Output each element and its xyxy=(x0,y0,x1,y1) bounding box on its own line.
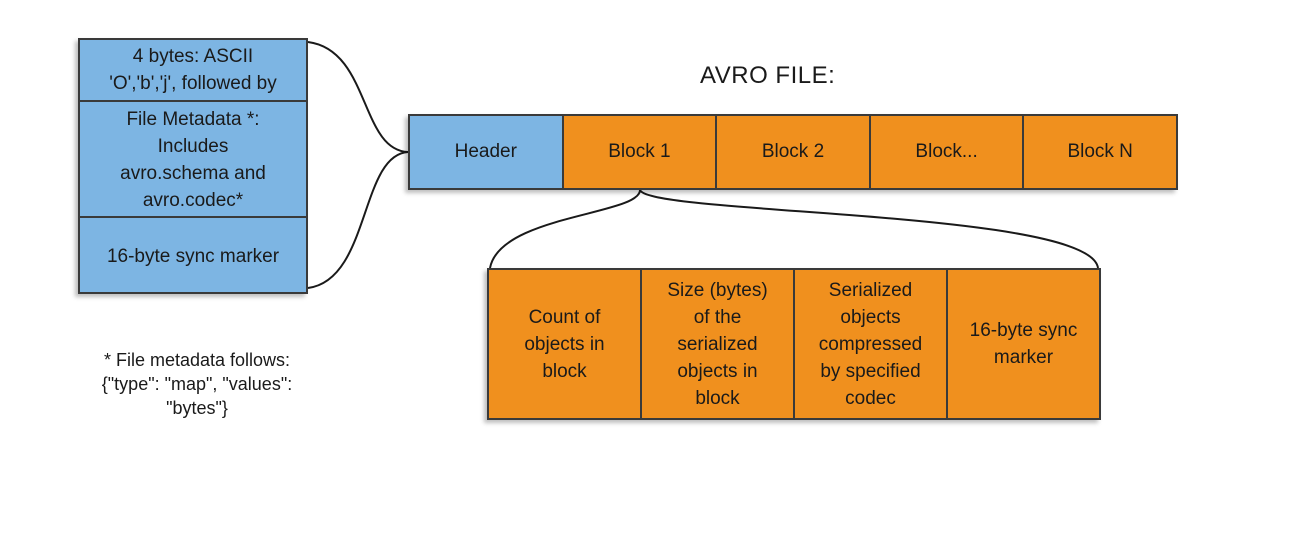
header-detail-stack: 4 bytes: ASCII 'O','b','j', followed by … xyxy=(78,38,308,294)
block-brace-right xyxy=(639,189,1099,269)
block-serialized-size: Size (bytes) of the serialized objects i… xyxy=(640,270,793,418)
header-sync-marker: 16-byte sync marker xyxy=(80,216,306,294)
header-brace-top xyxy=(307,41,409,153)
header-magic-bytes: 4 bytes: ASCII 'O','b','j', followed by xyxy=(109,46,277,94)
diagram-title: AVRO FILE: xyxy=(700,62,836,89)
header-brace-bottom xyxy=(307,151,409,289)
block-serialized-objects: Serialized objects compressed by specifi… xyxy=(793,270,946,418)
block-object-count: Count of objects in block xyxy=(524,306,605,382)
metadata-footnote: * File metadata follows: {"type": "map",… xyxy=(101,350,293,418)
file-segment-block-n: Block N xyxy=(1022,116,1176,188)
block-sync-marker: 16-byte sync marker xyxy=(946,270,1099,418)
avro-file-row: Header Block 1 Block 2 Block... Block N xyxy=(408,114,1178,190)
file-segment-block-2: Block 2 xyxy=(715,116,869,188)
file-segment-block-more: Block... xyxy=(868,116,1023,188)
block-brace-left xyxy=(489,189,641,269)
file-segment-header: Header xyxy=(410,116,562,188)
file-segment-block-1: Block 1 xyxy=(561,116,716,188)
block-detail-row: Count of objects in block Size (bytes) o… xyxy=(487,268,1101,420)
header-file-metadata: File Metadata *: Includes avro.schema an… xyxy=(80,100,306,218)
